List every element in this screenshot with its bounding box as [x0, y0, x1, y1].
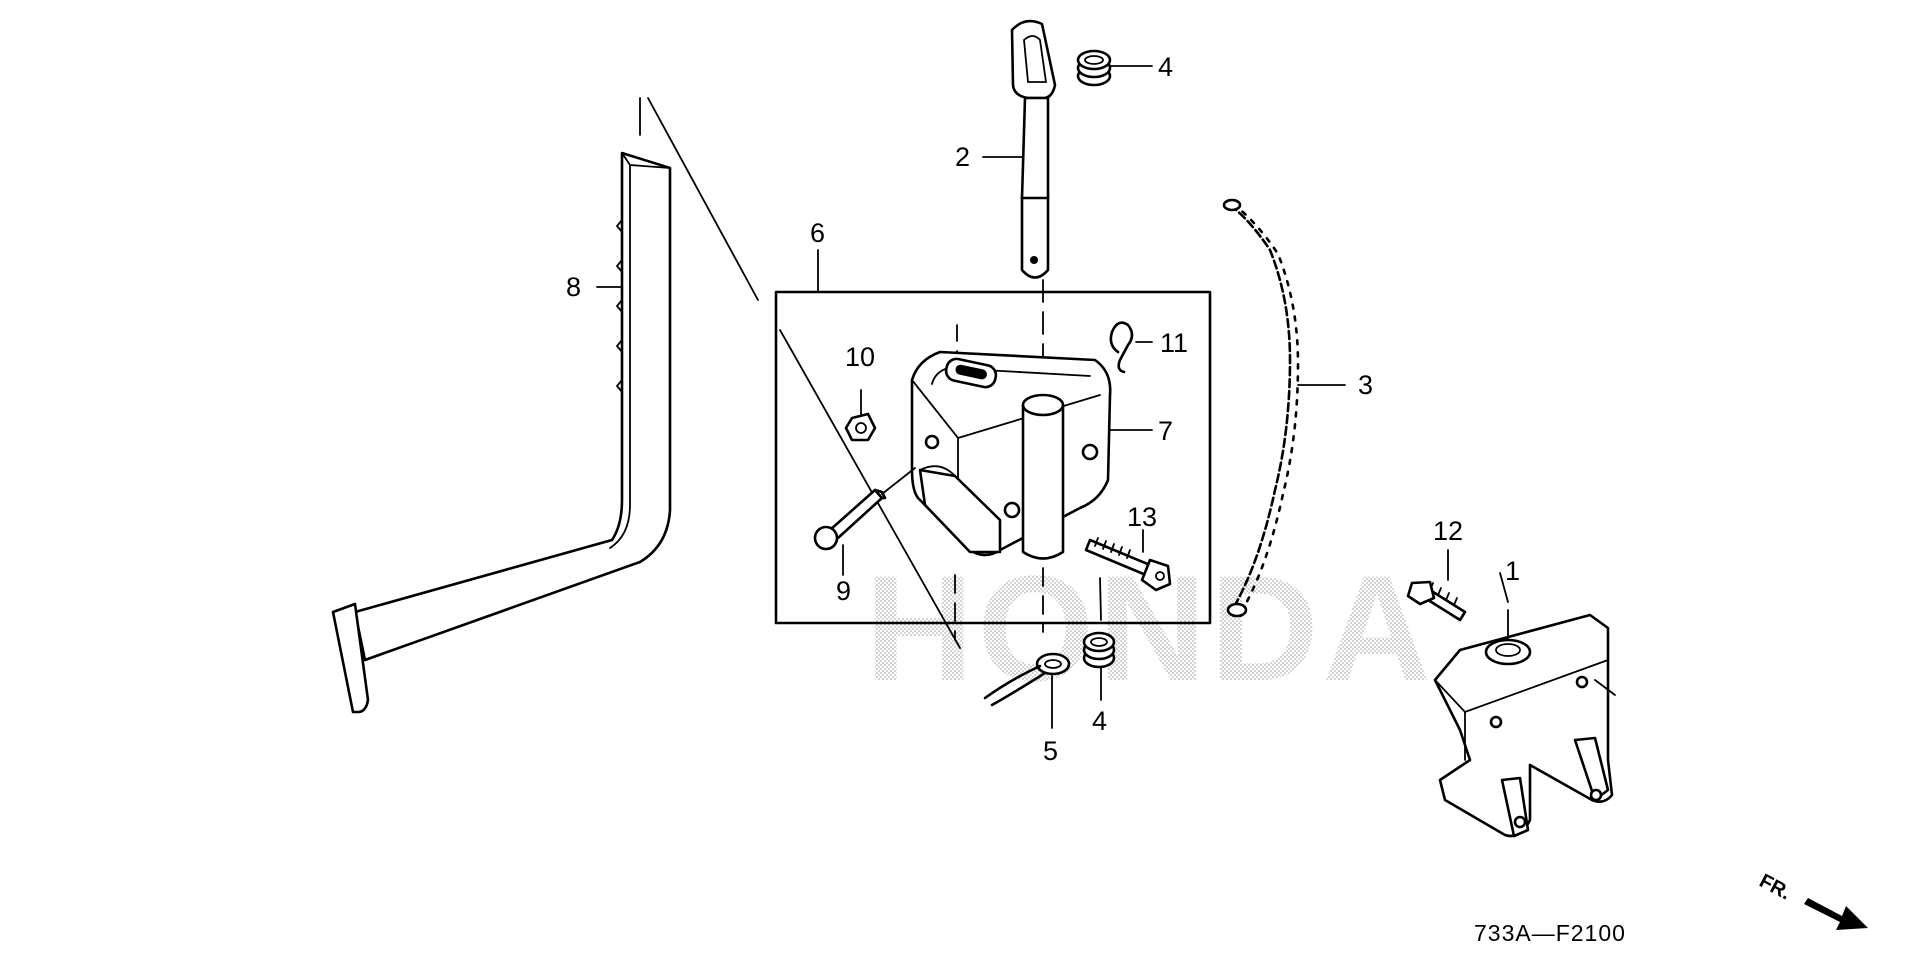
callout-7: 7	[1158, 416, 1173, 446]
callout-3: 3	[1358, 370, 1373, 400]
leader-lines	[596, 65, 1509, 621]
diagram-code: 733A—F2100	[1474, 920, 1626, 946]
part-8-stand-handle	[331, 151, 672, 714]
callout-1: 1	[1505, 556, 1520, 586]
callout-6: 6	[810, 218, 825, 248]
part-4-spring-top	[1076, 49, 1112, 87]
callout-8: 8	[566, 272, 581, 302]
callout-2: 2	[955, 142, 970, 172]
callout-13: 13	[1127, 502, 1157, 532]
front-direction-indicator: FR.	[1756, 870, 1868, 930]
part-2-pin	[1010, 19, 1057, 279]
part-1-mounting-bracket	[1433, 609, 1616, 838]
part-3-chain	[1222, 198, 1346, 618]
callout-11: 11	[1160, 328, 1188, 358]
callout-10: 10	[845, 342, 875, 372]
callout-5: 5	[1043, 736, 1058, 766]
part-10-nut	[844, 389, 877, 442]
part-13-bolt	[1084, 529, 1172, 592]
part-9-clevis-pin	[813, 467, 916, 576]
part-11-r-clip	[1109, 321, 1153, 374]
callout-12: 12	[1433, 516, 1463, 546]
part-6-assembly-frame	[774, 290, 1212, 625]
part-7-bracket	[910, 350, 1112, 560]
part-5-hairpin-clip	[983, 652, 1071, 729]
callout-9: 9	[836, 576, 851, 606]
fr-label: FR.	[1756, 870, 1795, 905]
fr-arrow-icon	[1804, 898, 1868, 930]
callout-4-bottom: 4	[1092, 706, 1107, 736]
part-12-bolt	[1406, 549, 1467, 622]
part-4-spring-bottom	[1082, 631, 1116, 701]
callout-labels: 1 2 3 4 4 5 6 7 8 9 10 11 12 13	[566, 52, 1520, 766]
callout-4-top: 4	[1158, 52, 1173, 82]
